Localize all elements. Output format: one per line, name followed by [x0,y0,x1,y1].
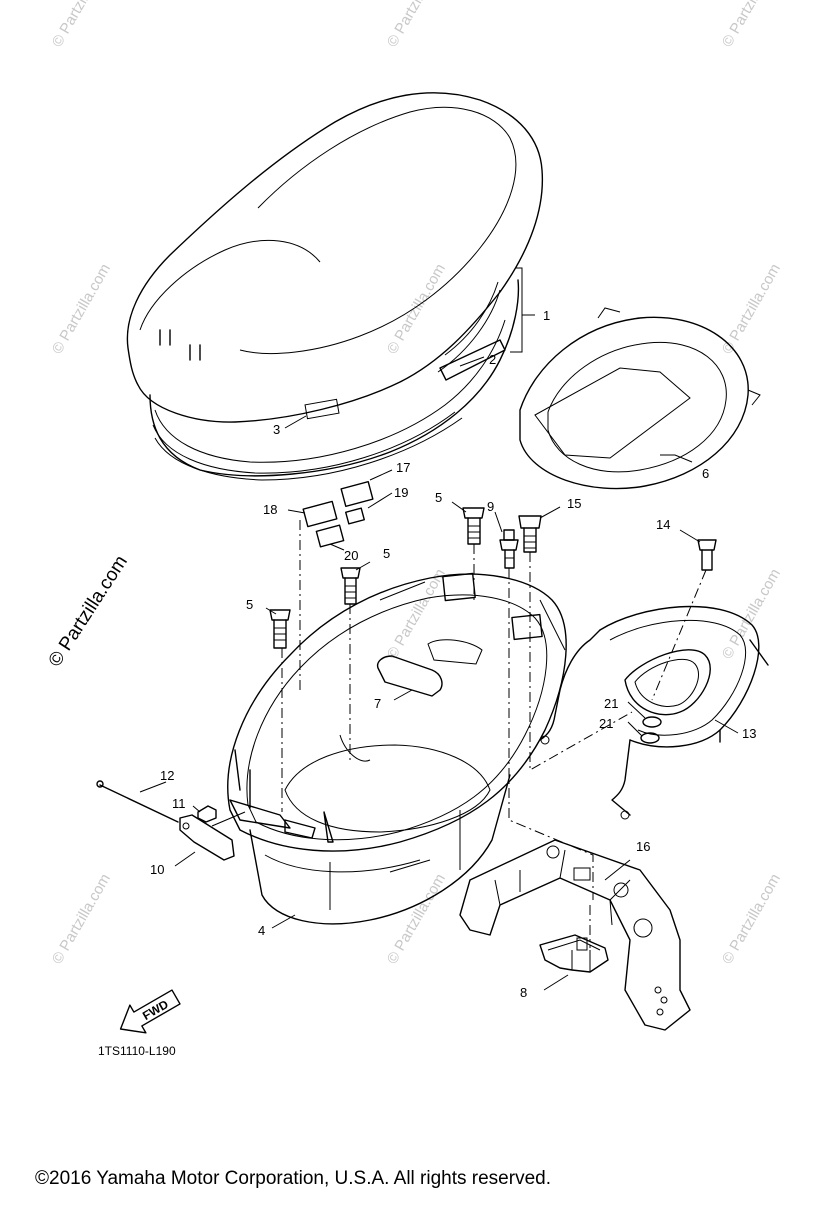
watermark-text: © Partzilla.com [384,871,449,967]
callout-7: 7 [374,696,381,711]
seat [126,92,544,481]
leader-lines [139,356,739,991]
reference-line [508,568,594,900]
reference-line [651,569,707,701]
rear-carrier [539,605,769,820]
reference-line [529,552,633,771]
watermark-text: © Partzilla.com [719,871,784,967]
callouts: 1 2 3 4 5 5 5 6 7 8 9 10 11 12 13 14 15 … [150,308,756,1000]
switch-assembly [539,934,609,973]
callout-13: 13 [742,726,756,741]
storage-box [227,572,567,925]
hinge-pin [99,784,179,823]
bolt [499,529,519,569]
fwd-label: FWD [140,997,171,1023]
callout-9: 9 [487,499,494,514]
bolt [340,567,361,605]
seat-bracket-line [510,267,523,353]
callout-21: 21 [604,696,618,711]
callout-21: 21 [599,716,613,731]
callout-6: 6 [702,466,709,481]
callout-19: 19 [394,485,408,500]
nut [197,805,217,823]
watermark-text: © Partzilla.com [49,261,114,357]
callout-11: 11 [172,796,186,811]
copyright-notice: ©2016 Yamaha Motor Corporation, U.S.A. A… [35,1168,551,1189]
callout-17: 17 [396,460,410,475]
washer [640,732,660,744]
seat-pan-liner [519,307,761,490]
watermark-text: © Partzilla.com [49,871,114,967]
forward-arrow-icon: FWD [119,989,181,1034]
watermark-text: © Partzilla.com [719,261,784,357]
watermark-layer: © Partzilla.com © Partzilla.com © Partzi… [49,0,784,967]
callout-15: 15 [567,496,581,511]
label-decals [302,480,374,548]
bolt [697,539,717,571]
partzilla-side-watermark: © Partzilla.com [45,552,132,671]
callout-18: 18 [263,502,277,517]
callout-20: 20 [344,548,358,563]
watermark-text: © Partzilla.com [384,0,449,50]
callout-5: 5 [383,546,390,561]
frame-bracket [459,839,691,1031]
callout-2: 2 [489,352,496,367]
callout-10: 10 [150,862,164,877]
watermark-text: © Partzilla.com [49,0,114,50]
seat-strip [439,339,506,381]
callout-8: 8 [520,985,527,1000]
bolt [462,507,485,545]
callout-14: 14 [656,517,670,532]
callout-3: 3 [273,422,280,437]
callout-4: 4 [258,923,265,938]
callout-1: 1 [543,308,550,323]
watermark-text: © Partzilla.com [719,0,784,50]
diagram-code: 1TS1110-L190 [98,1044,176,1058]
watermark-text: © Partzilla.com [719,566,784,662]
hinge-bracket [179,811,246,861]
callout-5: 5 [435,490,442,505]
bolt [518,515,542,553]
watermark-text: © Partzilla.com [384,261,449,357]
washer [642,716,662,728]
callout-16: 16 [636,839,650,854]
callout-12: 12 [160,768,174,783]
seat-label-plate [304,398,340,420]
callout-5: 5 [246,597,253,612]
bolt [269,609,291,649]
